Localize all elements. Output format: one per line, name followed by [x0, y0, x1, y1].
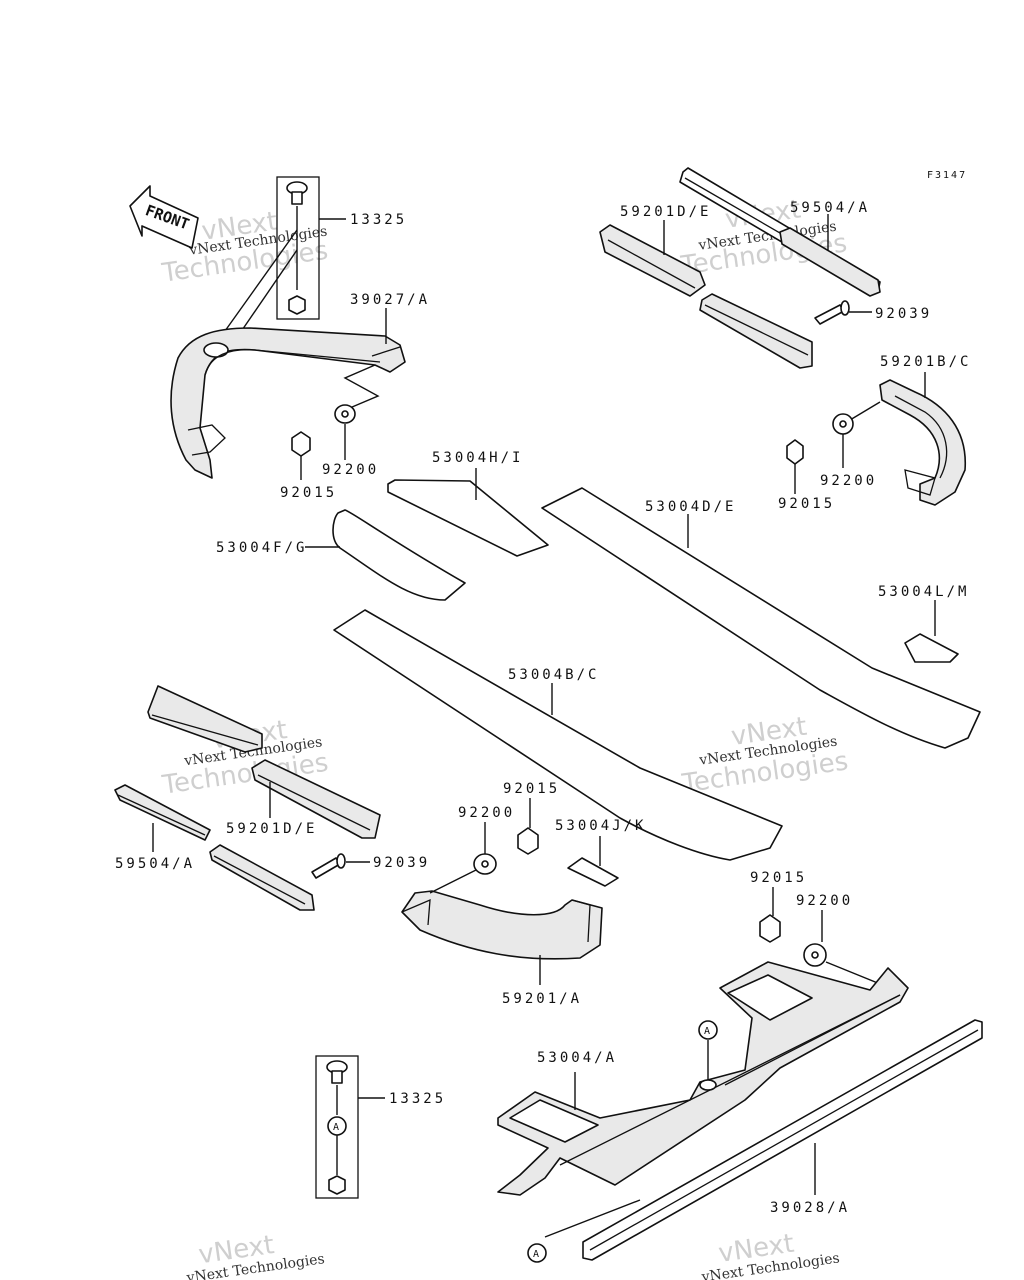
bolt-kit-13325-bottom	[315, 1055, 385, 1199]
figure-ref: F3147	[927, 170, 967, 181]
part-label: 92015	[503, 781, 560, 797]
part-label: 39027/A	[350, 292, 430, 308]
nut-icon	[517, 827, 539, 855]
part-label: 92200	[820, 473, 877, 489]
part-label: 59201/A	[502, 991, 582, 1007]
mat-53004fg	[332, 509, 466, 601]
callout-a-kit: A	[333, 1122, 341, 1133]
mat-53004lm	[904, 600, 959, 663]
part-label: 59201D/E	[226, 821, 317, 837]
part-label: 59201B/C	[880, 354, 971, 370]
part-label: 59201D/E	[620, 204, 711, 220]
mat-53004de	[541, 487, 981, 749]
mat-53004hi	[387, 468, 549, 557]
part-label: 13325	[389, 1091, 446, 1107]
part-label: 53004/A	[537, 1050, 617, 1066]
svg-text:A: A	[533, 1249, 541, 1260]
callout-a-top: A	[698, 1020, 718, 1040]
part-label: 92015	[280, 485, 337, 501]
side-rail-top	[599, 167, 881, 369]
mat-53004bc	[333, 609, 783, 861]
bumper-frame-53004a	[497, 961, 909, 1196]
part-label: 92015	[750, 870, 807, 886]
bumper-59201bc	[879, 372, 966, 506]
nut-icon	[786, 439, 804, 465]
part-label: 92200	[796, 893, 853, 909]
rub-strip-39028a	[582, 1019, 983, 1261]
part-label: 39028/A	[770, 1200, 850, 1216]
part-label: 53004F/G	[216, 540, 307, 556]
part-label: 92039	[373, 855, 430, 871]
part-label: 13325	[350, 212, 407, 228]
part-label: 92015	[778, 496, 835, 512]
nut-icon	[759, 914, 781, 943]
rivet-icon	[814, 300, 850, 325]
part-label: 53004L/M	[878, 584, 969, 600]
callout-a-bottom: A	[527, 1243, 547, 1263]
front-arrow-icon: FRONT	[129, 185, 199, 249]
side-rail-bottom	[114, 685, 381, 911]
part-label: 92200	[322, 462, 379, 478]
part-label: 53004J/K	[555, 818, 646, 834]
part-label: 92039	[875, 306, 932, 322]
part-label: 59504/A	[790, 200, 870, 216]
part-label: 59504/A	[115, 856, 195, 872]
bumper-59201a	[401, 890, 603, 985]
part-label: 53004H/I	[432, 450, 523, 466]
part-label: 53004D/E	[645, 499, 736, 515]
part-label: 53004B/C	[508, 667, 599, 683]
grab-handle-39027	[170, 308, 406, 479]
svg-text:A: A	[704, 1026, 712, 1037]
part-label: 92200	[458, 805, 515, 821]
nut-icon	[291, 431, 311, 457]
rivet-icon	[311, 853, 346, 879]
mat-53004jk	[567, 857, 619, 887]
